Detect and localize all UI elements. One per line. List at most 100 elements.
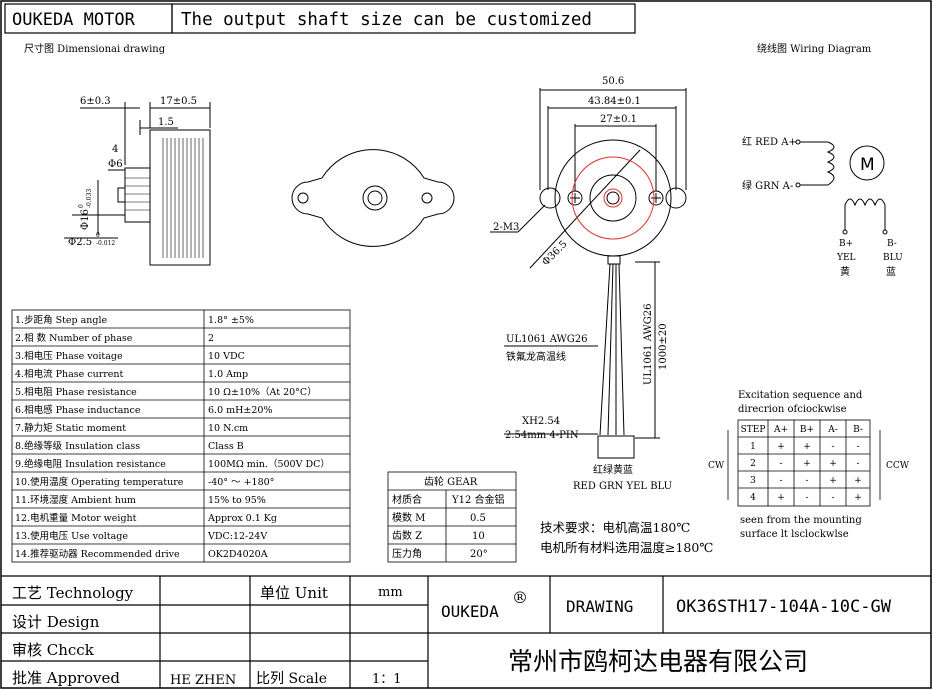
gear-row-value: 10 xyxy=(472,531,485,542)
dim-phi16-tol-bot: -0.033 xyxy=(86,189,93,208)
coil-a xyxy=(826,141,835,186)
header-subtitle-box xyxy=(171,3,636,34)
tb-registered: ® xyxy=(512,588,528,607)
excitation-note-2: surface lt lsclockwlse xyxy=(740,529,849,540)
dimensional-drawing-label: 尺寸图 Dimensionai drawing xyxy=(24,42,166,55)
excitation-cw: CW xyxy=(708,461,725,471)
spec-label: 2.相 数 Number of phase xyxy=(15,332,133,344)
tb-scale-label: 比列 Scale xyxy=(256,671,327,687)
excitation-cell: 1 xyxy=(750,442,756,452)
excitation-cell: - xyxy=(831,493,834,503)
dim-phi2-5-tol-bot: -0.012 xyxy=(96,240,115,247)
dim-27: 27±0.1 xyxy=(600,114,637,125)
cable-label-left: UL1061 AWG26 xyxy=(506,334,588,345)
red-circle-inner xyxy=(603,188,623,208)
body-ribs xyxy=(162,138,204,258)
gear-row-value: Y12 合金铝 xyxy=(451,493,505,506)
front-view xyxy=(490,88,687,459)
spec-value: OK2D4020A xyxy=(208,549,268,560)
dim-phi16-group: Φ16 0 -0.033 xyxy=(78,189,93,230)
spec-value: Approx 0.1 Kg xyxy=(207,513,277,524)
excitation-header: B- xyxy=(853,425,863,435)
gear-row-label: 模数 M xyxy=(392,511,425,524)
wiring-b-minus: B- xyxy=(887,239,897,249)
motor-back-outline xyxy=(291,149,455,247)
excitation-grid xyxy=(727,419,881,507)
mount-hole-left xyxy=(297,192,309,204)
dim-phi16-tol-top: 0 xyxy=(78,204,85,208)
cable-exit xyxy=(607,255,621,265)
excitation-header: A+ xyxy=(773,425,788,435)
spec-label: 12.电机重量 Motor weight xyxy=(15,512,137,524)
excitation-ccw: CCW xyxy=(886,461,910,471)
wire-colors-en: RED GRN YEL BLU xyxy=(573,481,672,492)
dim-phi2-5: Φ2.5 xyxy=(68,237,92,248)
gear-side xyxy=(124,167,151,223)
excitation-cell: + xyxy=(829,476,837,486)
tb-approved: 批准 Approved xyxy=(12,669,120,687)
gear-row-label: 齿数 Z xyxy=(392,529,422,542)
excitation-cell: - xyxy=(779,459,782,469)
wiring-b-plus-cn: 黄 xyxy=(840,265,850,278)
tb-brand: OUKEDA xyxy=(441,602,499,621)
terminal-b-minus xyxy=(882,229,888,235)
tech-note-2: 电机所有材料选用温度≥180℃ xyxy=(540,540,713,555)
dim-phi36-5: Φ36.5 xyxy=(540,239,569,268)
dim-phi2-5-tol-top: 0 xyxy=(96,232,100,239)
front-boss xyxy=(589,174,637,222)
wiring-a-plus: 红 RED A+ xyxy=(742,135,797,148)
motor-symbol-circle xyxy=(849,145,885,181)
spec-label: 5.相电阻 Phase resistance xyxy=(15,386,137,398)
spec-label: 3.相电压 Phase voitage xyxy=(15,350,123,362)
tech-note-1: 技术要求：电机高温180℃ xyxy=(540,520,690,535)
tb-drawing: DRAWING xyxy=(566,597,633,616)
excitation-cell: + xyxy=(777,493,785,503)
ear-left xyxy=(539,187,561,209)
motor-symbol-label: M xyxy=(860,155,875,175)
connector-desc: 2.54mm 4-PIN xyxy=(505,430,579,441)
wiring-diagram xyxy=(795,139,888,235)
title-block-grid xyxy=(1,575,931,688)
gear-row-value: 20° xyxy=(470,549,488,560)
header-subtitle: The output shaft size can be customized xyxy=(181,10,592,30)
cable-label-left-cn: 铁氟龙高温线 xyxy=(506,350,566,363)
cable-length: 1000±20 xyxy=(658,323,669,370)
wiring-b-plus: B+ xyxy=(839,239,853,249)
excitation-title-2: direcrion ofciockwise xyxy=(738,404,847,415)
spec-value: 10 VDC xyxy=(208,351,245,362)
excitation-header: A- xyxy=(827,425,838,435)
excitation-header: B+ xyxy=(800,425,814,435)
cable-label-vertical: UL1061 AWG26 xyxy=(643,303,654,385)
spec-label: 8.绝缘等级 Insulation class xyxy=(15,440,140,452)
spec-label: 14.推荐驱动器 Recommended drive xyxy=(15,548,180,560)
back-view xyxy=(291,149,455,247)
wiring-b-minus-cn: 蓝 xyxy=(886,266,896,278)
tb-unit-value: mm xyxy=(378,585,403,600)
motor-body-side xyxy=(149,129,211,266)
spec-label: 4.相电流 Phase current xyxy=(15,368,124,380)
dim-1-5: 1.5 xyxy=(158,117,174,128)
terminal-a-plus xyxy=(795,139,801,145)
wire-colors-cn: 红绿黄蓝 xyxy=(593,463,633,476)
mount-hole-right xyxy=(421,192,433,204)
spec-label: 11.环境湿度 Ambient hum xyxy=(15,494,136,506)
wiring-a-minus: 绿 GRN A- xyxy=(742,179,793,192)
excitation-cell: + xyxy=(803,459,811,469)
connector-label: XH2.54 xyxy=(522,416,560,427)
excitation-cell: + xyxy=(829,459,837,469)
gear-row-label: 压力角 xyxy=(392,547,422,560)
tb-technology: 工艺 Technology xyxy=(12,584,134,602)
wiring-diagram-label: 绕线图 Wiring Diagram xyxy=(757,42,872,55)
excitation-cell: - xyxy=(856,459,859,469)
dim-43-84: 43.84±0.1 xyxy=(588,96,641,107)
spec-label: 1.步距角 Step angle xyxy=(15,314,108,326)
excitation-cell: + xyxy=(777,442,785,452)
tb-design: 设计 Design xyxy=(12,613,100,631)
excitation-cell: - xyxy=(856,442,859,452)
tb-approved-by: HE ZHEN xyxy=(170,673,236,688)
excitation-cell: + xyxy=(854,493,862,503)
tb-part-number: OK36STH17-104A-10C-GW xyxy=(676,597,892,617)
